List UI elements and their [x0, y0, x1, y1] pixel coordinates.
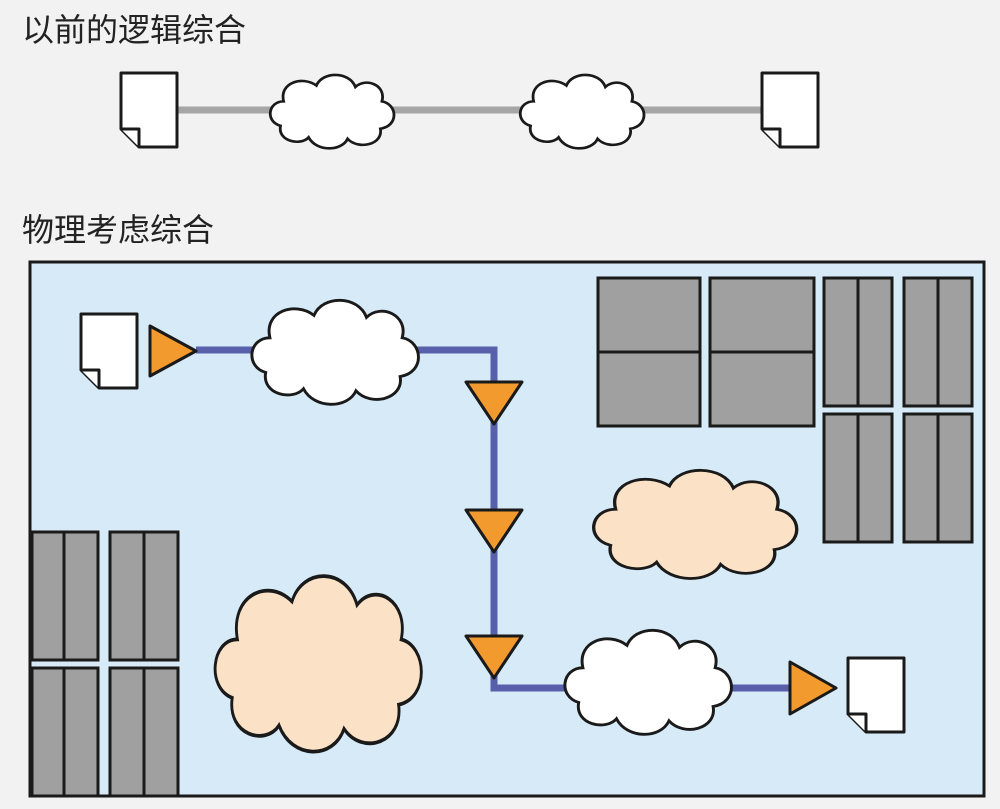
macro-group-top-right	[822, 276, 974, 544]
buffer-5	[788, 660, 838, 716]
macro-group-bottom-left	[30, 530, 180, 798]
logical-synthesis-title: 以前的逻辑综合	[22, 11, 247, 49]
logic-cloud-1	[268, 73, 396, 150]
buffer-2	[464, 380, 524, 426]
blockage-cloud-1	[592, 468, 799, 581]
logic-cloud-physical-1	[250, 298, 420, 406]
document-icon-input-physical	[79, 312, 139, 390]
logic-cloud-2	[518, 73, 646, 150]
physical-synthesis-title: 物理考虑综合	[22, 211, 215, 249]
document-icon-output-physical	[846, 656, 906, 734]
macro-group-top-left	[596, 276, 816, 428]
document-icon-input	[119, 71, 179, 149]
buffer-3	[464, 508, 524, 554]
buffer-1	[148, 324, 198, 378]
document-icon-output	[760, 71, 820, 149]
blockage-cloud-2	[213, 574, 424, 754]
logical-path	[119, 71, 820, 150]
logic-cloud-physical-2	[563, 628, 733, 736]
buffer-4	[464, 634, 524, 680]
